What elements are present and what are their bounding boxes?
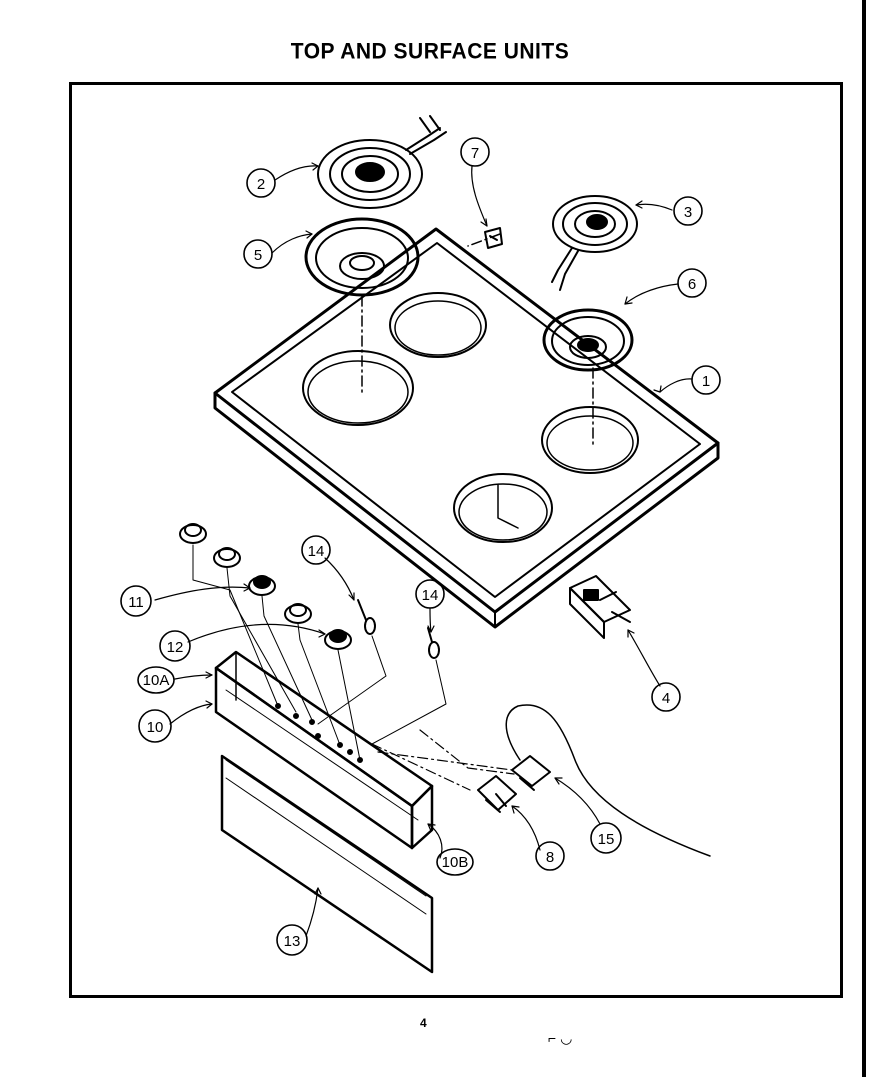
callout-label-10b: 10B bbox=[442, 854, 469, 871]
switch bbox=[477, 775, 517, 813]
callout-label-8: 8 bbox=[546, 849, 554, 866]
terminal-block bbox=[569, 575, 631, 639]
page-border-right bbox=[862, 0, 866, 1077]
callout-label-15: 15 bbox=[598, 831, 615, 848]
page-title: TOP AND SURFACE UNITS bbox=[290, 39, 570, 64]
diagram-frame bbox=[69, 82, 843, 998]
callout-label-14-upper: 14 bbox=[308, 543, 325, 560]
callout-label-7: 7 bbox=[471, 145, 479, 162]
callout-label-13: 13 bbox=[284, 933, 301, 950]
callout-label-6: 6 bbox=[688, 276, 696, 293]
stray-scan-mark: ⌐ ◡ bbox=[548, 1030, 573, 1046]
lamp-leader-lines bbox=[317, 635, 447, 745]
burner-opening-front-left bbox=[302, 350, 414, 426]
burner-opening-back-left bbox=[389, 292, 487, 358]
callout-circles bbox=[120, 137, 721, 956]
callout-label-12: 12 bbox=[167, 639, 184, 656]
indicator-lamps bbox=[357, 599, 440, 659]
burner-opening-back-right bbox=[541, 406, 639, 474]
drip-pan-large bbox=[304, 217, 420, 297]
drip-pan-small bbox=[542, 308, 634, 372]
mounting-clip bbox=[484, 227, 503, 249]
callout-leaders bbox=[154, 162, 693, 937]
control-knobs bbox=[179, 523, 352, 650]
callout-label-10: 10 bbox=[147, 719, 164, 736]
panel-trim bbox=[220, 754, 434, 974]
callout-label-2: 2 bbox=[257, 176, 265, 193]
surface-element-large bbox=[317, 115, 447, 209]
callout-label-14-lower: 14 bbox=[422, 587, 439, 604]
page-number: 4 bbox=[420, 1016, 427, 1030]
callout-label-4: 4 bbox=[662, 690, 670, 707]
control-panel bbox=[214, 650, 434, 850]
burner-opening-front-right bbox=[453, 473, 553, 543]
cooktop-frame bbox=[213, 227, 720, 629]
callout-label-11: 11 bbox=[128, 594, 144, 611]
knob-leader-lines bbox=[192, 544, 361, 761]
center-lines bbox=[361, 233, 594, 446]
callout-label-3: 3 bbox=[684, 204, 692, 221]
power-cord-switch bbox=[505, 704, 711, 857]
callout-label-1: 1 bbox=[702, 373, 710, 390]
callout-label-10a: 10A bbox=[143, 672, 170, 689]
callout-label-5: 5 bbox=[254, 247, 262, 264]
wiring-lines bbox=[371, 729, 515, 791]
surface-element-small bbox=[551, 195, 638, 291]
